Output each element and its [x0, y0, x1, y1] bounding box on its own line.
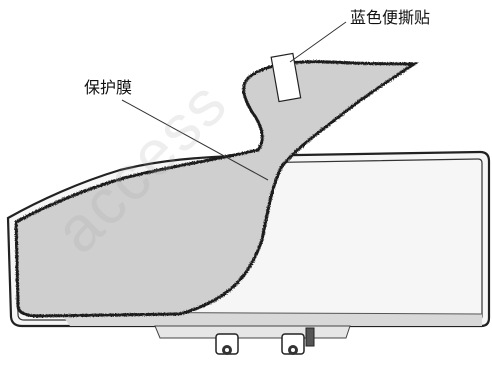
mounting-clip-left: [215, 333, 239, 355]
leader-line-film: [121, 99, 269, 181]
mounting-clip-right: [281, 333, 305, 355]
protective-film-label: 保护膜: [84, 78, 133, 97]
bottom-rail: [154, 325, 351, 339]
connector-block: [305, 327, 315, 347]
blue-peel-sticker: [270, 52, 302, 103]
protective-film: [14, 60, 419, 318]
leader-line-sticker: [289, 21, 347, 63]
blue-sticker-label: 蓝色便撕贴: [350, 8, 431, 27]
